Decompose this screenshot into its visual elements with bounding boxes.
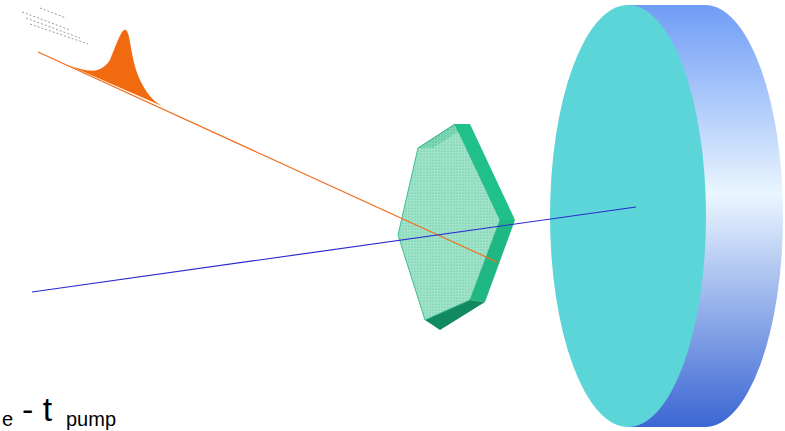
subscript-label: pump	[66, 409, 116, 429]
pump-beam	[38, 30, 497, 262]
beam-streaks	[22, 8, 88, 44]
detector-disk	[550, 5, 783, 427]
subscript-label: e	[2, 409, 13, 429]
time-delay-label: - t	[22, 392, 52, 426]
probe-beam	[32, 207, 636, 292]
